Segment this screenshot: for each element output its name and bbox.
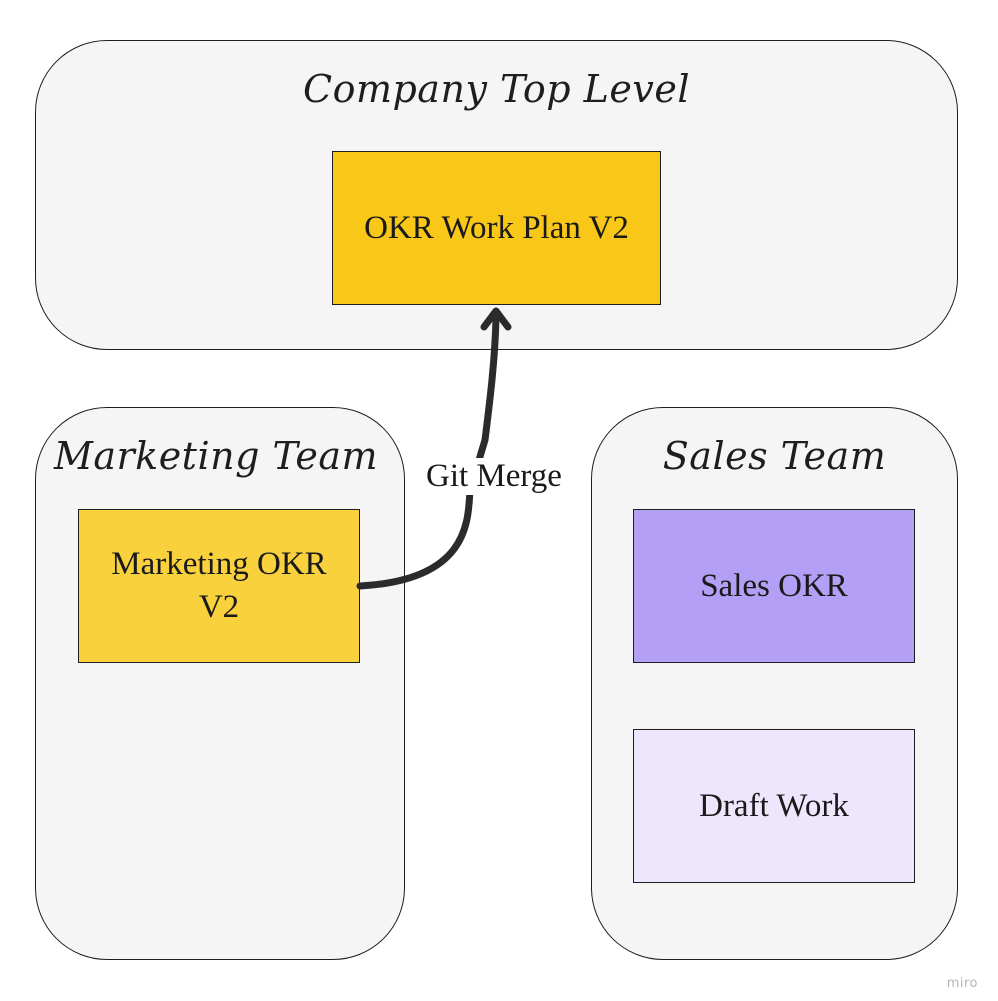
git-merge-connector[interactable] — [356, 314, 500, 590]
card-okr-work-plan-label: OKR Work Plan V2 — [364, 209, 629, 246]
card-draft-work-label: Draft Work — [699, 787, 849, 824]
group-title-company: Company Top Level — [303, 67, 690, 111]
git-merge-label: Git Merge — [422, 458, 566, 495]
card-marketing-okr-label: Marketing OKR V2 — [111, 546, 327, 625]
arrowhead-icon — [480, 307, 512, 331]
card-okr-work-plan[interactable]: OKR Work Plan V2 — [332, 151, 661, 305]
group-title-marketing: Marketing Team — [53, 434, 379, 478]
card-sales-okr-label: Sales OKR — [700, 567, 848, 604]
miro-watermark: miro — [946, 976, 978, 991]
card-marketing-okr[interactable]: Marketing OKR V2 — [78, 509, 360, 663]
card-draft-work[interactable]: Draft Work — [633, 729, 915, 883]
group-title-sales: Sales Team — [662, 434, 887, 478]
group-marketing-team[interactable]: Marketing Team — [35, 407, 405, 960]
card-sales-okr[interactable]: Sales OKR — [633, 509, 915, 663]
